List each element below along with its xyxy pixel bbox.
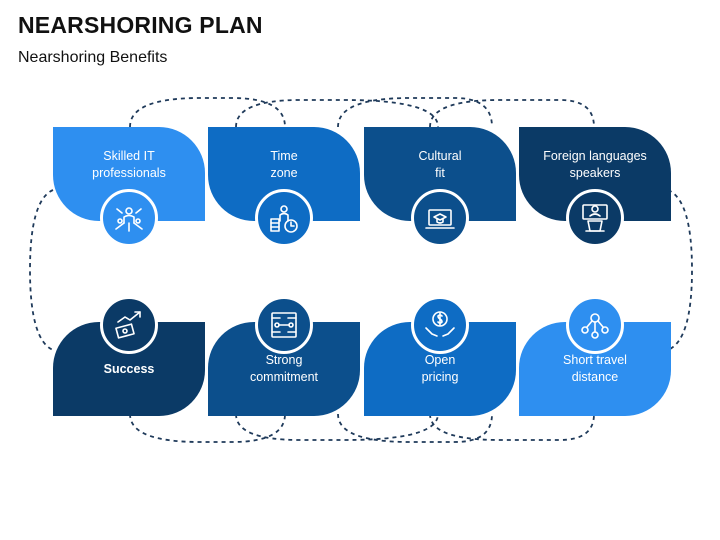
laptop-graduation-icon	[411, 189, 469, 247]
benefit-label: Strong commitment	[249, 353, 319, 384]
connector-arc	[235, 413, 439, 441]
time-money-icon	[255, 189, 313, 247]
connector-arc	[29, 189, 54, 351]
dollar-hands-icon	[411, 296, 469, 354]
benefit-label: Short travel distance	[563, 353, 627, 384]
benefit-label: Skilled IT professionals	[92, 149, 166, 180]
connector-arc	[129, 413, 286, 443]
connector-arc	[429, 99, 595, 128]
team-network-icon	[100, 189, 158, 247]
connector-arc	[429, 413, 595, 441]
people-network-icon	[566, 296, 624, 354]
benefit-label: Open pricing	[421, 353, 459, 384]
benefit-label: Success	[103, 361, 155, 376]
page-title: NEARSHORING PLAN	[18, 12, 263, 38]
speaker-podium-icon	[566, 189, 624, 247]
page-subtitle: Nearshoring Benefits	[18, 49, 168, 66]
benefit-card-bottom-3: Open pricing	[364, 322, 516, 416]
connected-hands-icon	[255, 296, 313, 354]
rising-money-icon	[100, 296, 158, 354]
connector-arc	[667, 189, 693, 351]
benefit-label: Cultural fit	[418, 149, 462, 180]
benefit-label: Time zone	[270, 149, 298, 180]
connector-arc	[235, 99, 439, 128]
benefit-label: Foreign languages speakers	[543, 149, 647, 180]
connector-arc	[129, 97, 286, 128]
